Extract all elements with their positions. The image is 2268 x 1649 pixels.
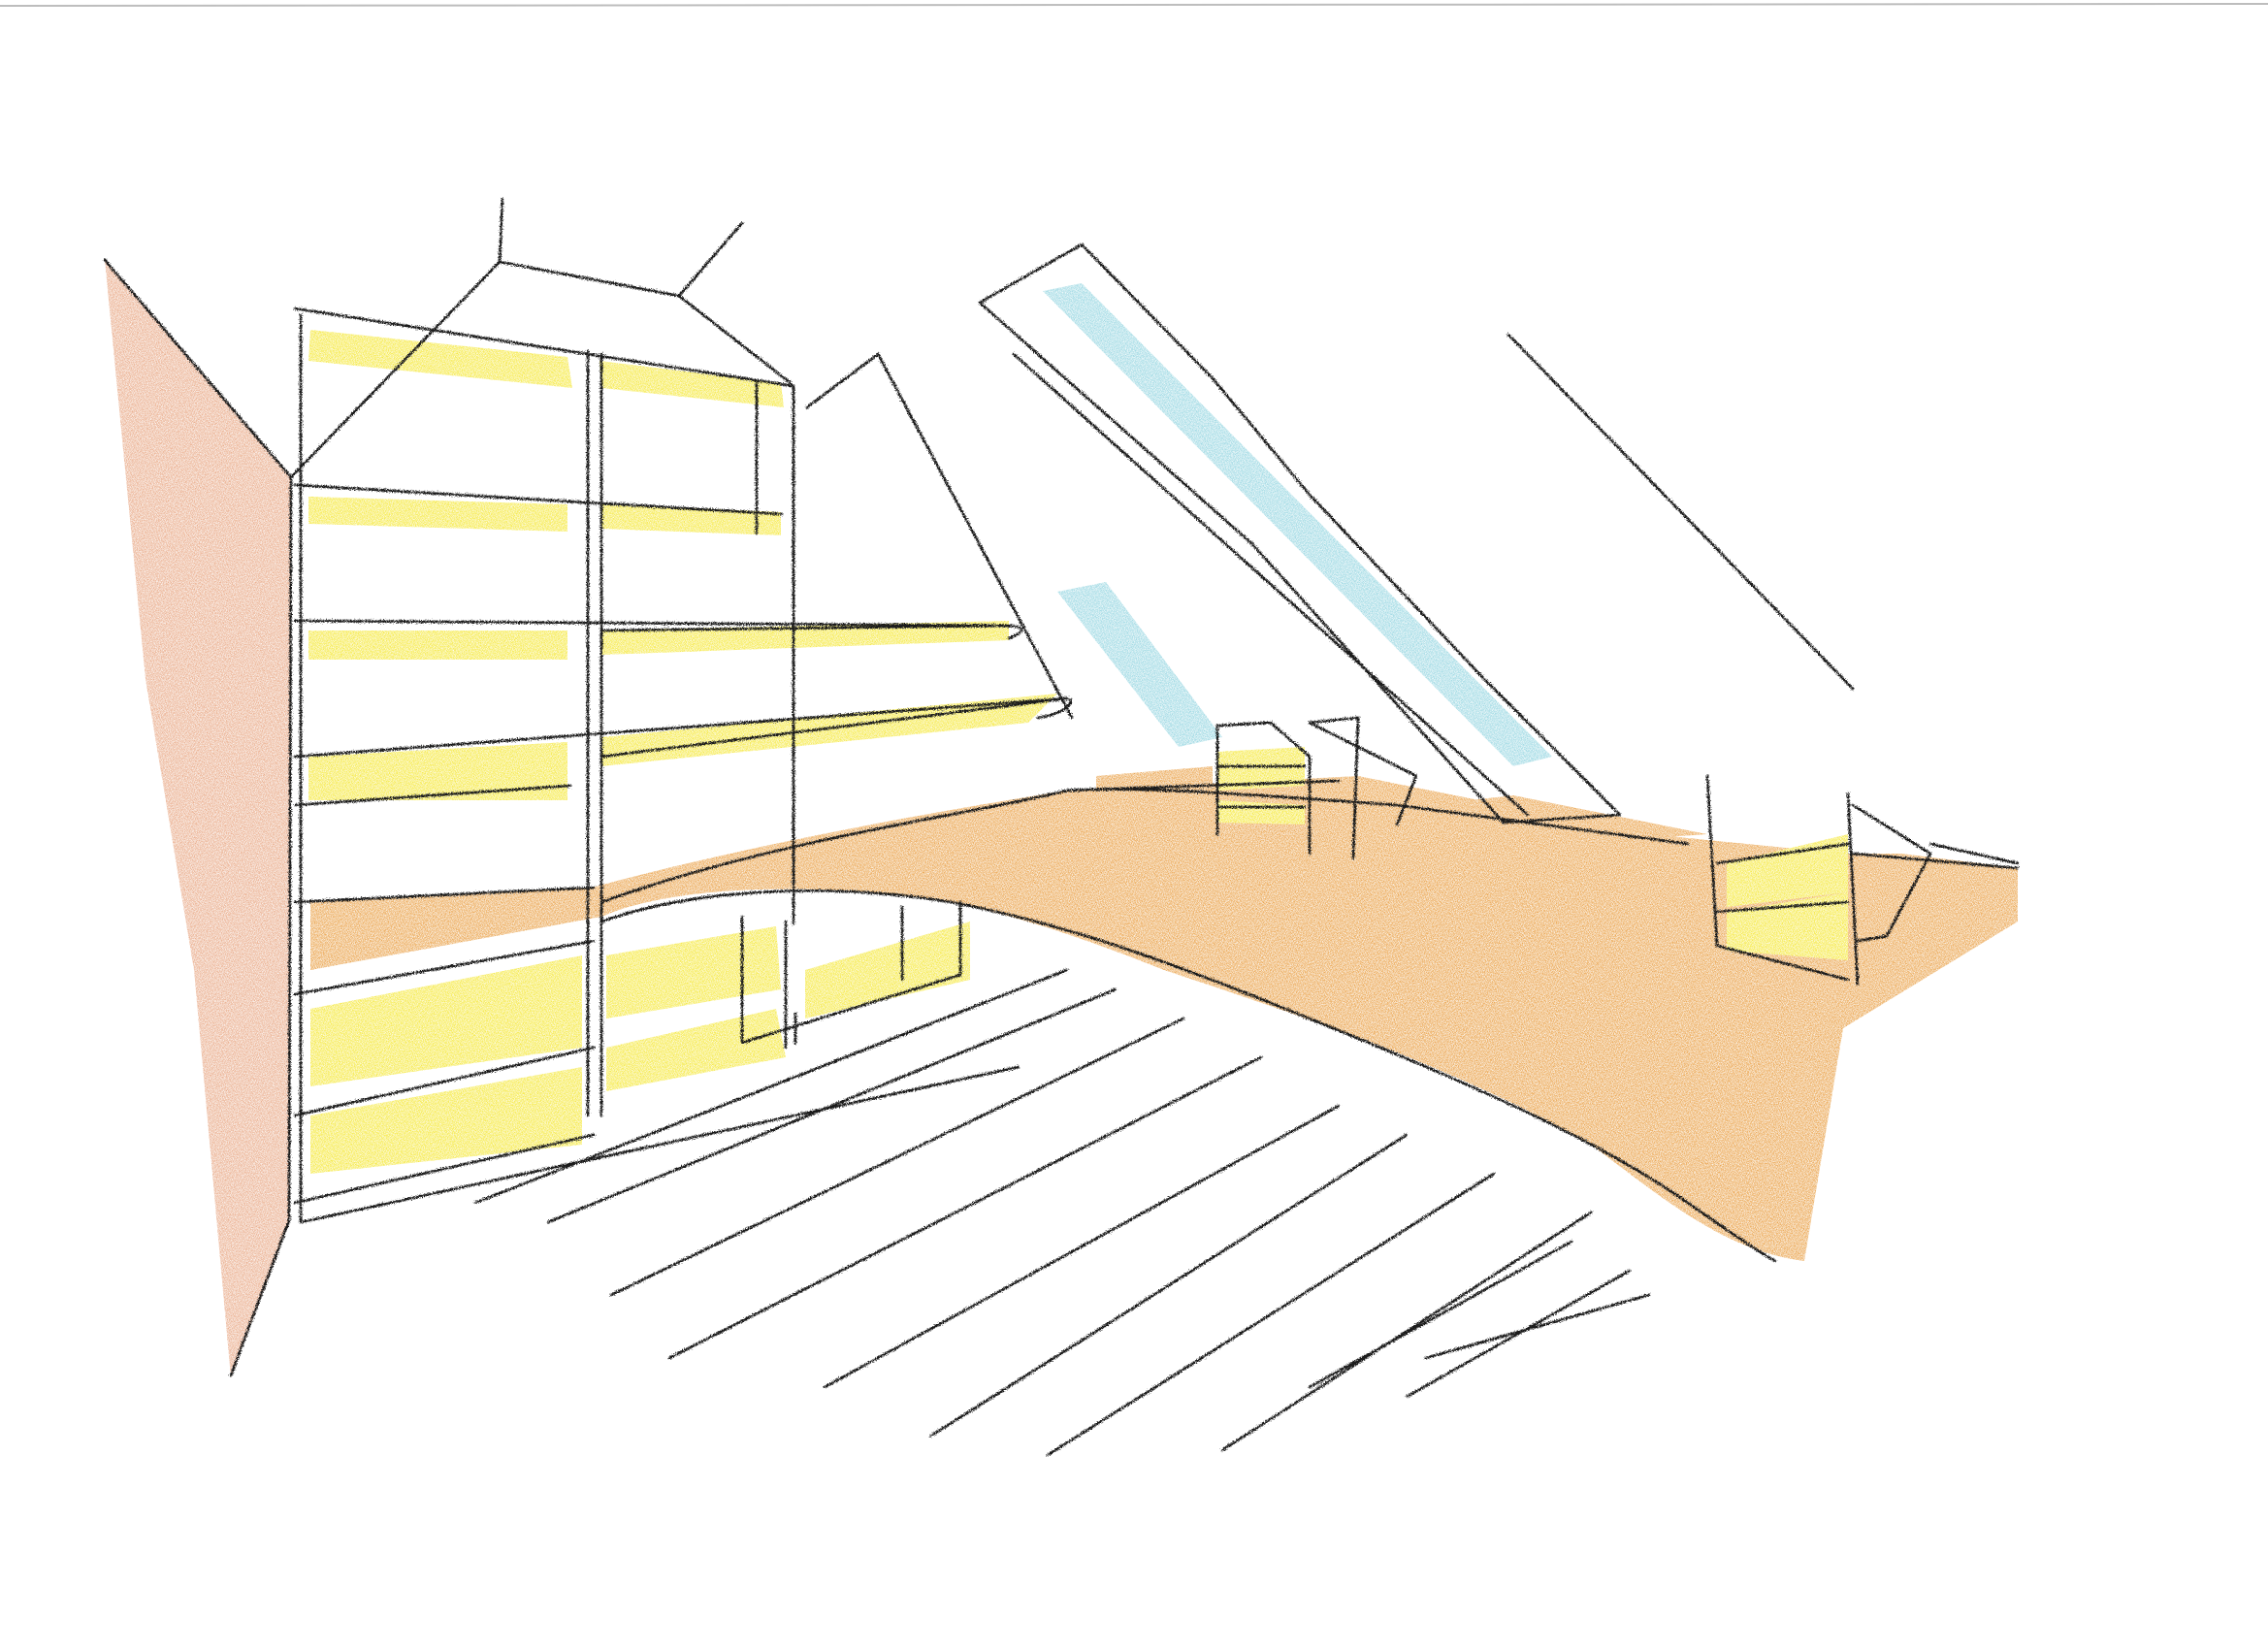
small-storage-cubby: [1215, 716, 1418, 860]
ink-layer: [103, 197, 2020, 1457]
left-attic-wall: [105, 260, 291, 1377]
roof-skylight: [1043, 283, 1552, 766]
scan-edge: [0, 3, 2268, 7]
desk-cabinet-dividers: [740, 900, 962, 1050]
plank-floor: [473, 968, 1651, 1457]
right-storage-cubby-glow: [1727, 834, 1848, 960]
desk-edges: [599, 779, 2020, 1263]
under-eave-glow: [1096, 766, 1707, 844]
curved-desk-top: [310, 776, 2018, 1261]
small-skylight-glass: [1057, 582, 1222, 747]
slope-shelves: [599, 624, 1073, 759]
roof-lines: [289, 197, 1855, 824]
right-storage-cubby: [1705, 774, 2020, 986]
wall-edge-lines: [103, 258, 293, 1377]
built-in-bookcase: [293, 307, 1069, 1224]
